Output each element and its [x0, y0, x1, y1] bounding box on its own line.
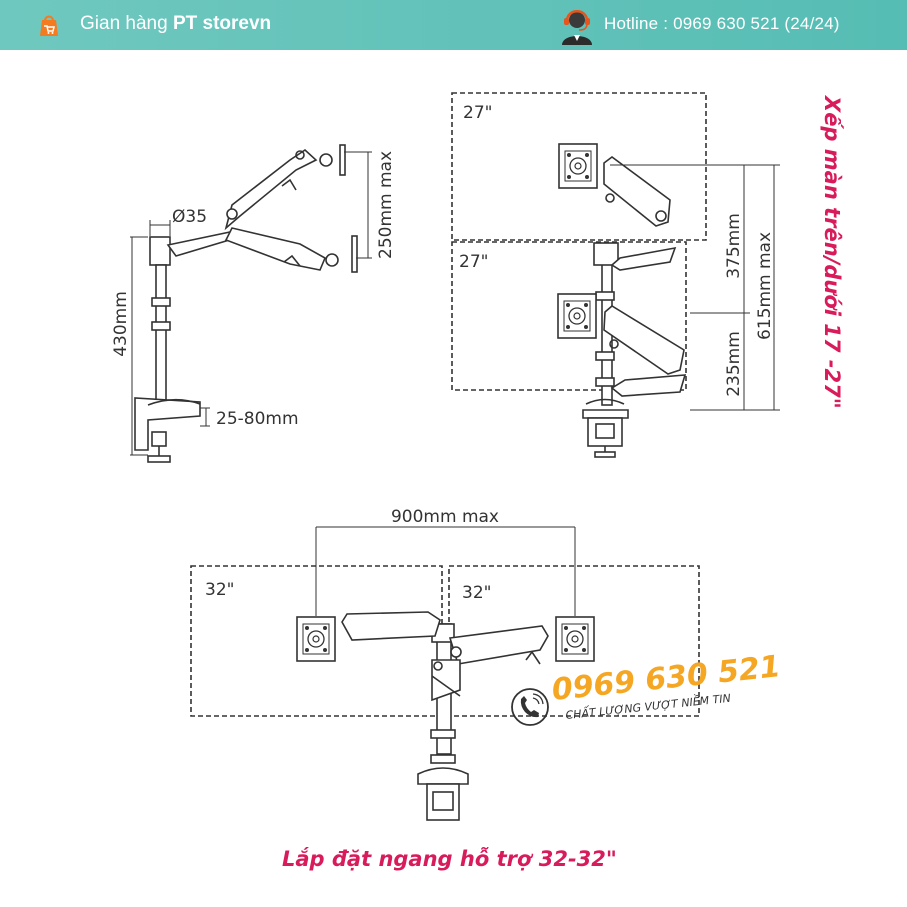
top-screen-size: 27" — [463, 103, 492, 123]
arm-height-label: 250mm max — [376, 151, 396, 259]
span-label: 900mm max — [391, 507, 499, 527]
phone-icon — [511, 688, 549, 726]
side-dimensions — [130, 151, 372, 456]
horizontal-caption: Lắp đặt ngang hỗ trợ 32-32" — [282, 846, 617, 871]
shopping-bag-icon — [40, 15, 58, 36]
shop-title: Gian hàng PT storevn — [80, 13, 272, 34]
vertical-caption: Xếp màn trên/dưới 17 -27" — [820, 94, 844, 409]
support-agent-icon — [562, 10, 592, 45]
mount-diagram: Ø35 250mm max 430mm 25-80mm 27" 27" — [111, 92, 844, 871]
horizontal-view — [190, 565, 700, 821]
left-screen-size: 32" — [205, 580, 234, 600]
lower-gap-label: 235mm — [724, 331, 744, 397]
header-bar: Gian hàng PT storevn Hotline : 0969 630 … — [0, 0, 907, 50]
bottom-screen-size: 27" — [459, 252, 488, 272]
side-view — [134, 144, 358, 463]
diameter-label: Ø35 — [172, 207, 207, 227]
horizontal-dimensions — [315, 526, 576, 616]
upper-gap-label: 375mm — [724, 213, 744, 279]
clamp-range-label: 25-80mm — [216, 409, 299, 429]
right-screen-size: 32" — [462, 583, 491, 603]
vertical-dimensions — [610, 164, 780, 411]
total-height-label: 615mm max — [755, 232, 775, 340]
shop-name: PT storevn — [172, 13, 272, 34]
pole-height-label: 430mm — [111, 291, 131, 357]
hotline-text: Hotline : 0969 630 521 (24/24) — [604, 14, 840, 33]
vertical-view — [451, 92, 707, 458]
